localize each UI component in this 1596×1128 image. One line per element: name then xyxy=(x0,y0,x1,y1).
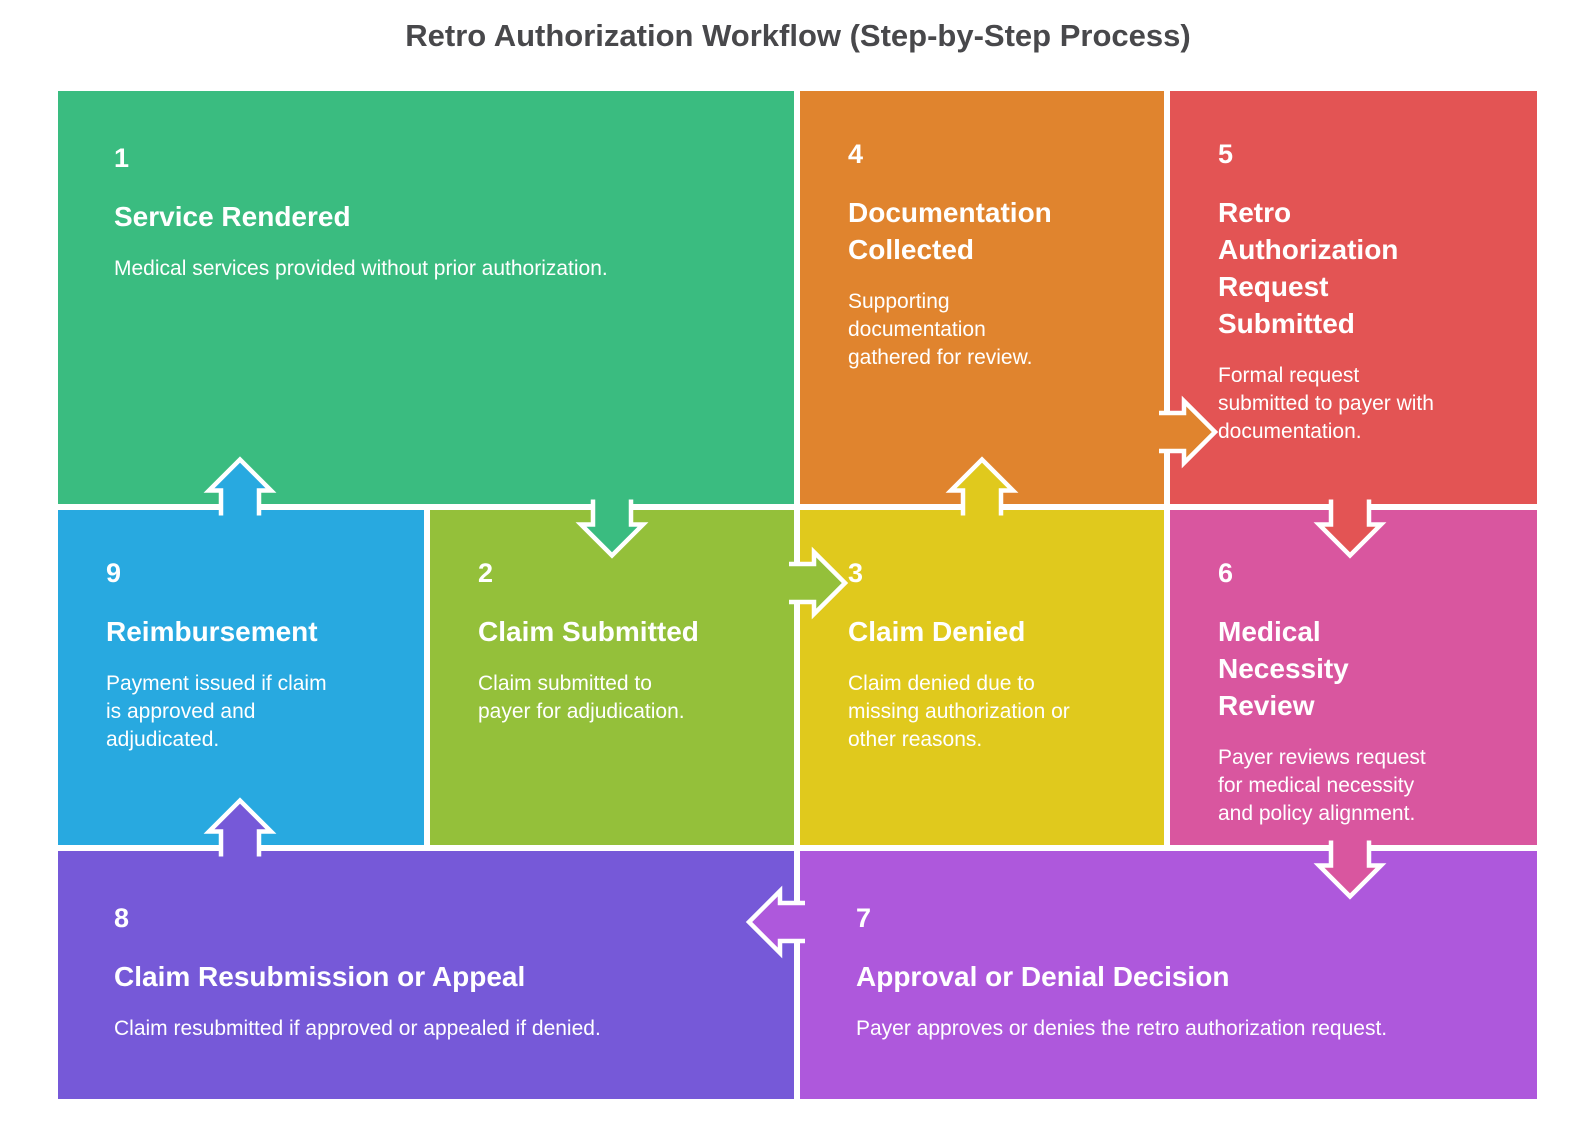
step-block-6: 6 Medical Necessity Review Payer reviews… xyxy=(1170,510,1537,845)
step-2-title: Claim Submitted xyxy=(478,616,699,647)
step-8-description: Claim resubmitted if approved or appeale… xyxy=(114,1016,601,1040)
step-9-description: Payment issued if claim is approved and … xyxy=(106,671,327,752)
step-2-number: 2 xyxy=(478,558,494,588)
step-3-title: Claim Denied xyxy=(848,616,1026,647)
step-7-number: 7 xyxy=(856,903,872,933)
step-4-description: Supporting documentation gathered for re… xyxy=(848,289,1033,370)
step-5-title: Retro Authorization Request Submitted xyxy=(1218,197,1399,339)
step-6-title: Medical Necessity Review xyxy=(1218,616,1349,721)
step-7-description: Payer approves or denies the retro autho… xyxy=(856,1016,1388,1040)
step-7-title: Approval or Denial Decision xyxy=(856,961,1230,992)
step-6-description: Payer reviews request for medical necess… xyxy=(1218,745,1426,826)
step-9-title: Reimbursement xyxy=(106,616,318,647)
step-5-description: Formal request submitted to payer with d… xyxy=(1218,363,1434,444)
step-6-number: 6 xyxy=(1218,558,1234,588)
step-1-title: Service Rendered xyxy=(114,201,351,232)
step-block-4: 4 Documentation Collected Supporting doc… xyxy=(800,91,1164,504)
step-3-number: 3 xyxy=(848,558,864,588)
step-2-description: Claim submitted to payer for adjudicatio… xyxy=(478,671,685,724)
step-block-2: 2 Claim Submitted Claim submitted to pay… xyxy=(430,510,794,845)
step-1-number: 1 xyxy=(114,143,130,173)
step-8-title: Claim Resubmission or Appeal xyxy=(114,961,526,992)
step-9-number: 9 xyxy=(106,558,122,588)
step-4-number: 4 xyxy=(848,139,864,169)
step-3-description: Claim denied due to missing authorizatio… xyxy=(848,671,1070,752)
step-block-3: 3 Claim Denied Claim denied due to missi… xyxy=(800,510,1164,845)
step-block-8: 8 Claim Resubmission or Appeal Claim res… xyxy=(58,851,794,1099)
step-5-number: 5 xyxy=(1218,139,1234,169)
step-8-number: 8 xyxy=(114,903,130,933)
page-title: Retro Authorization Workflow (Step-by-St… xyxy=(405,18,1191,53)
step-block-7: 7 Approval or Denial Decision Payer appr… xyxy=(800,851,1537,1099)
step-block-1: 1 Service Rendered Medical services prov… xyxy=(58,91,794,504)
step-1-description: Medical services provided without prior … xyxy=(114,256,608,280)
step-block-5: 5 Retro Authorization Request Submitted … xyxy=(1170,91,1537,504)
step-4-title: Documentation Collected xyxy=(848,197,1052,265)
step-block-9: 9 Reimbursement Payment issued if claim … xyxy=(58,510,424,845)
